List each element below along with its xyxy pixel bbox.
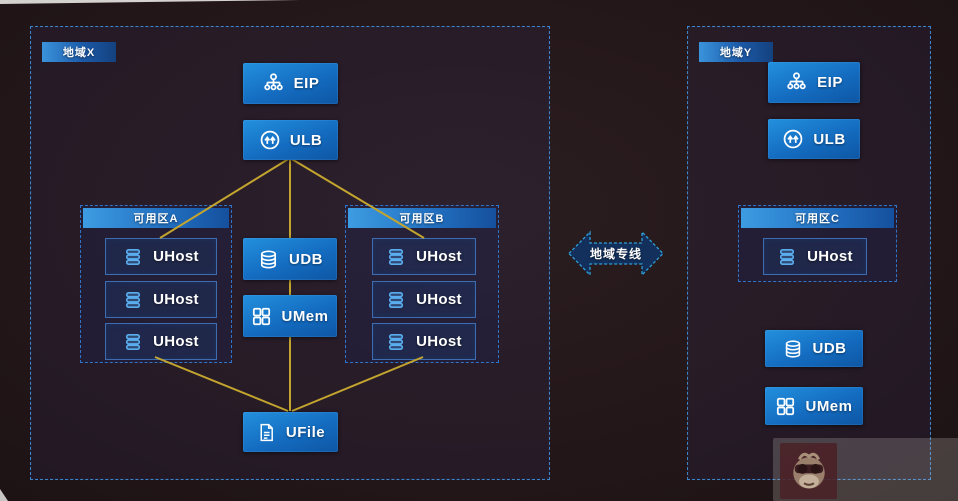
server-stack-icon: [123, 290, 143, 310]
server-stack-icon: [777, 247, 797, 267]
region-x-ufile-node: UFile: [243, 412, 338, 452]
eip-label: EIP: [817, 74, 843, 91]
server-stack-icon: [386, 247, 406, 267]
region-x-umem-node: UMem: [243, 295, 337, 337]
zone-a-uhost-1: UHost: [105, 238, 217, 275]
video-watermark: [773, 438, 958, 501]
udb-label: UDB: [289, 250, 323, 268]
server-stack-icon: [123, 247, 143, 267]
frame-artifact-bottom: [0, 489, 8, 501]
server-stack-icon: [123, 332, 143, 352]
umem-label: UMem: [805, 397, 853, 415]
region-x-ulb-node: ULB: [243, 120, 338, 160]
region-y-umem-node: UMem: [765, 387, 863, 425]
uhost-label: UHost: [807, 248, 853, 265]
database-icon: [257, 248, 280, 271]
region-x-eip-node: EIP: [243, 63, 338, 104]
region-x-label: 地域X: [62, 47, 96, 59]
database-icon: [782, 338, 804, 360]
region-y-label-tag: 地域Y: [699, 42, 773, 62]
eip-hierarchy-icon: [785, 71, 808, 94]
ufile-label: UFile: [285, 423, 326, 441]
zone-b-header: 可用区B: [348, 208, 496, 228]
frame-artifact-top: [0, 0, 300, 4]
uhost-label: UHost: [153, 333, 199, 350]
watermark-tile: [780, 443, 837, 499]
region-y-eip-node: EIP: [768, 62, 860, 103]
file-document-icon: [256, 422, 277, 443]
zone-c-header: 可用区C: [741, 208, 894, 228]
memory-grid-icon: [775, 396, 796, 417]
zone-b-uhost-1: UHost: [372, 238, 476, 275]
ulb-label: ULB: [813, 130, 846, 148]
eip-label: EIP: [293, 75, 320, 92]
eip-hierarchy-icon: [262, 72, 285, 95]
zone-b-uhost-2: UHost: [372, 281, 476, 318]
zone-b-uhost-3: UHost: [372, 323, 476, 360]
zone-b-container: 可用区B UHost UHost UHost: [345, 205, 499, 363]
region-x-udb-node: UDB: [243, 238, 337, 280]
uhost-label: UHost: [416, 333, 462, 350]
uhost-label: UHost: [416, 291, 462, 308]
zone-a-label: 可用区A: [133, 213, 179, 225]
uhost-label: UHost: [153, 291, 199, 308]
region-link-arrow: 地域专线: [568, 227, 664, 280]
region-y-label: 地域Y: [719, 47, 753, 59]
load-balancer-icon: [259, 129, 281, 151]
zone-b-label: 可用区B: [399, 213, 445, 225]
memory-grid-icon: [251, 306, 272, 327]
ulb-label: ULB: [289, 131, 323, 149]
zone-c-container: 可用区C UHost: [738, 205, 897, 282]
server-stack-icon: [386, 290, 406, 310]
udb-label: UDB: [812, 340, 847, 357]
zone-a-header: 可用区A: [83, 208, 229, 228]
uhost-label: UHost: [416, 248, 462, 265]
region-link-label: 地域专线: [589, 247, 642, 261]
server-stack-icon: [386, 332, 406, 352]
zone-a-container: 可用区A UHost UHost UHost: [80, 205, 232, 363]
zone-c-label: 可用区C: [795, 213, 840, 225]
load-balancer-icon: [782, 128, 804, 150]
zone-a-uhost-3: UHost: [105, 323, 217, 360]
uhost-label: UHost: [153, 248, 199, 265]
zone-a-uhost-2: UHost: [105, 281, 217, 318]
region-y-udb-node: UDB: [765, 330, 863, 367]
region-x-label-tag: 地域X: [42, 42, 116, 62]
umem-label: UMem: [281, 307, 329, 325]
double-arrow-icon: [568, 230, 664, 277]
monkey-face-logo: [786, 448, 832, 494]
zone-c-uhost-1: UHost: [763, 238, 867, 275]
region-y-ulb-node: ULB: [768, 119, 860, 159]
